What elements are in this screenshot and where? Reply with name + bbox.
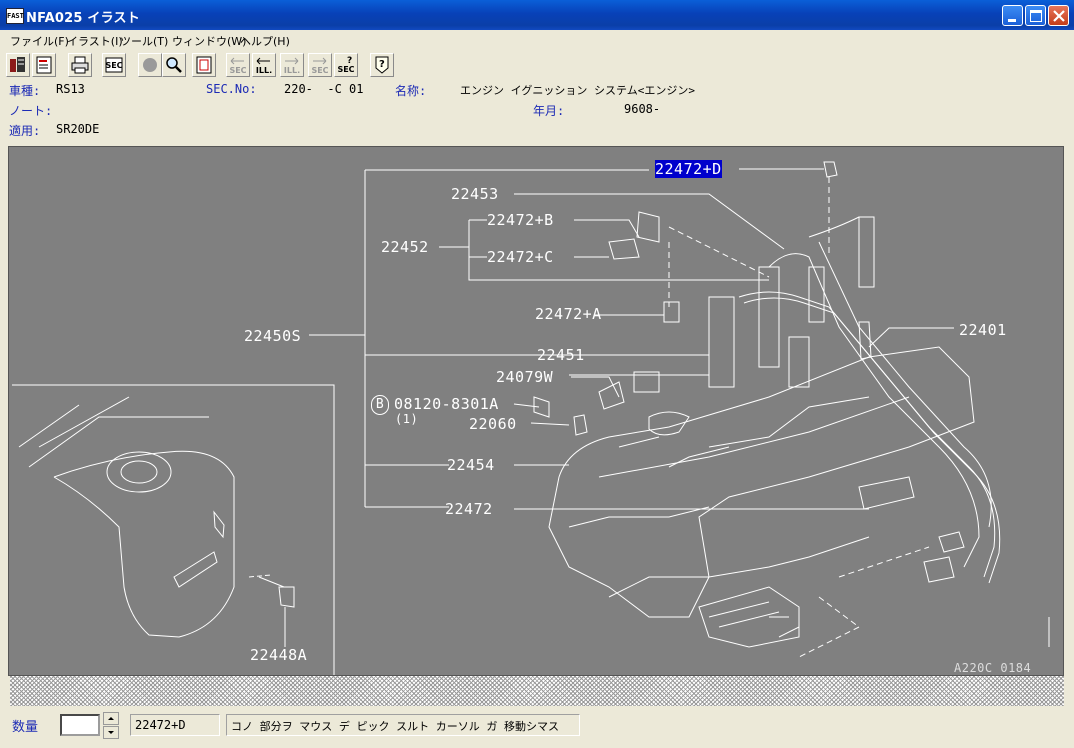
sec-query-button[interactable]: ? SEC bbox=[334, 53, 358, 77]
prev-sec-button[interactable]: SEC bbox=[226, 53, 250, 77]
printer-icon bbox=[71, 56, 89, 74]
menu-file[interactable]: ファイル(F) bbox=[10, 35, 69, 48]
sec-button[interactable]: SEC bbox=[102, 53, 126, 77]
prev-ill-label: ILL. bbox=[255, 66, 273, 75]
next-sec-icon bbox=[313, 57, 327, 65]
label-22472-c[interactable]: 22472+C bbox=[487, 248, 554, 266]
next-ill-icon bbox=[285, 57, 299, 65]
next-sec-label: SEC bbox=[311, 66, 329, 75]
chevron-up-icon bbox=[108, 717, 114, 720]
part-name-label: 名称: bbox=[395, 84, 427, 98]
label-24079w[interactable]: 24079W bbox=[496, 368, 554, 386]
label-22472-b[interactable]: 22472+B bbox=[487, 211, 554, 229]
part-number-field: 22472+D bbox=[130, 714, 220, 736]
label-22448a[interactable]: 22448A bbox=[250, 646, 308, 664]
apply-value: SR20DE bbox=[56, 122, 100, 136]
menu-bar: ファイル(F) イラスト(I) ツール(T) ウィンドウ(W) ヘルプ(H) bbox=[0, 30, 1074, 50]
part-name-value: エンジン イグニッション システム<エンジン> bbox=[460, 84, 695, 97]
status-message: コノ 部分ヲ マウス デ ピック スルト カーソル ガ 移動シマス bbox=[226, 714, 580, 736]
document-icon bbox=[36, 56, 52, 74]
svg-text:?: ? bbox=[379, 59, 385, 70]
close-icon bbox=[1053, 10, 1065, 22]
prev-ill-button[interactable]: ILL. bbox=[252, 53, 276, 77]
part-info-panel: 車種: RS13 SEC.No: 220- -C 01 名称: エンジン イグニ… bbox=[0, 80, 1074, 144]
menu-window[interactable]: ウィンドウ(W) bbox=[172, 35, 247, 48]
question-icon: ? bbox=[347, 56, 352, 66]
document-button[interactable] bbox=[32, 53, 56, 77]
label-22450s[interactable]: 22450S bbox=[244, 327, 302, 345]
label-22472-d[interactable]: 22472+D bbox=[655, 160, 722, 178]
next-ill-label: ILL. bbox=[283, 66, 301, 75]
menu-help[interactable]: ヘルプ(H) bbox=[240, 35, 290, 48]
sec-box-icon bbox=[105, 57, 123, 73]
note-label: ノート: bbox=[9, 104, 53, 118]
circle-button[interactable] bbox=[138, 53, 162, 77]
prev-sec-icon bbox=[230, 57, 244, 65]
apply-label: 適用: bbox=[9, 124, 41, 138]
circle-icon bbox=[143, 58, 157, 72]
zoom-button[interactable] bbox=[162, 53, 186, 77]
figure-id: A220C 0184 bbox=[954, 661, 1032, 675]
magnifier-icon bbox=[166, 57, 182, 73]
prev-sec-label: SEC bbox=[229, 66, 247, 75]
page-icon bbox=[196, 56, 212, 74]
label-22454[interactable]: 22454 bbox=[447, 456, 495, 474]
parts-list-icon bbox=[10, 57, 25, 72]
hatch-strip bbox=[10, 676, 1064, 706]
parts-list-button[interactable] bbox=[6, 53, 30, 77]
next-sec-button[interactable]: SEC bbox=[308, 53, 332, 77]
sec-no-label: SEC.No: bbox=[206, 82, 257, 96]
window-title: NFA025 イラスト bbox=[26, 11, 140, 26]
parts-illustration[interactable]: 22472+D 22453 22472+B 22452 22472+C 2247… bbox=[8, 146, 1064, 676]
date-label: 年月: bbox=[533, 104, 565, 118]
maximize-icon bbox=[1030, 10, 1042, 22]
date-value: 9608- bbox=[624, 102, 661, 116]
minimize-icon bbox=[1008, 19, 1016, 22]
quantity-up-button[interactable] bbox=[103, 712, 119, 725]
prev-ill-icon bbox=[256, 57, 270, 65]
next-ill-button[interactable]: ILL. bbox=[280, 53, 304, 77]
label-22401[interactable]: 22401 bbox=[959, 321, 1007, 339]
menu-illust[interactable]: イラスト(I) bbox=[67, 35, 123, 48]
help-button[interactable]: ? bbox=[370, 53, 394, 77]
title-bar[interactable]: FAST NFA025 イラスト bbox=[0, 0, 1074, 30]
label-qty-note: (1) bbox=[395, 412, 419, 426]
label-22060[interactable]: 22060 bbox=[469, 415, 517, 433]
print-button[interactable] bbox=[68, 53, 92, 77]
label-bolt-circle: B bbox=[371, 395, 389, 415]
quantity-down-button[interactable] bbox=[103, 726, 119, 739]
label-22452[interactable]: 22452 bbox=[381, 238, 429, 256]
page-button[interactable] bbox=[192, 53, 216, 77]
chevron-down-icon bbox=[108, 731, 114, 734]
label-22472[interactable]: 22472 bbox=[445, 500, 493, 518]
minimize-button[interactable] bbox=[1002, 5, 1023, 26]
label-22472-a[interactable]: 22472+A bbox=[535, 305, 602, 323]
toolbar: SEC SEC ILL. ILL. SEC ? SEC bbox=[0, 52, 1074, 82]
vehicle-label: 車種: bbox=[9, 84, 41, 98]
label-22453[interactable]: 22453 bbox=[451, 185, 499, 203]
label-08120-8301a[interactable]: 08120-8301A bbox=[394, 395, 499, 413]
menu-tools[interactable]: ツール(T) bbox=[120, 35, 169, 48]
sec-button-label: SEC bbox=[105, 61, 123, 70]
close-button[interactable] bbox=[1048, 5, 1069, 26]
vehicle-value: RS13 bbox=[56, 82, 85, 96]
quantity-label: 数量 bbox=[12, 720, 39, 735]
illustration-drawing bbox=[12, 161, 1050, 675]
sec-no-value: 220- -C 01 bbox=[284, 82, 364, 96]
svg-text:?: ? bbox=[347, 56, 352, 66]
help-icon: ? bbox=[375, 56, 389, 74]
quantity-input[interactable] bbox=[60, 714, 100, 736]
app-icon: FAST bbox=[6, 8, 24, 24]
sec-query-label: SEC bbox=[337, 65, 355, 74]
maximize-button[interactable] bbox=[1025, 5, 1046, 26]
label-22451[interactable]: 22451 bbox=[537, 346, 585, 364]
status-bar: 数量 22472+D コノ 部分ヲ マウス デ ピック スルト カーソル ガ 移… bbox=[0, 708, 1074, 748]
